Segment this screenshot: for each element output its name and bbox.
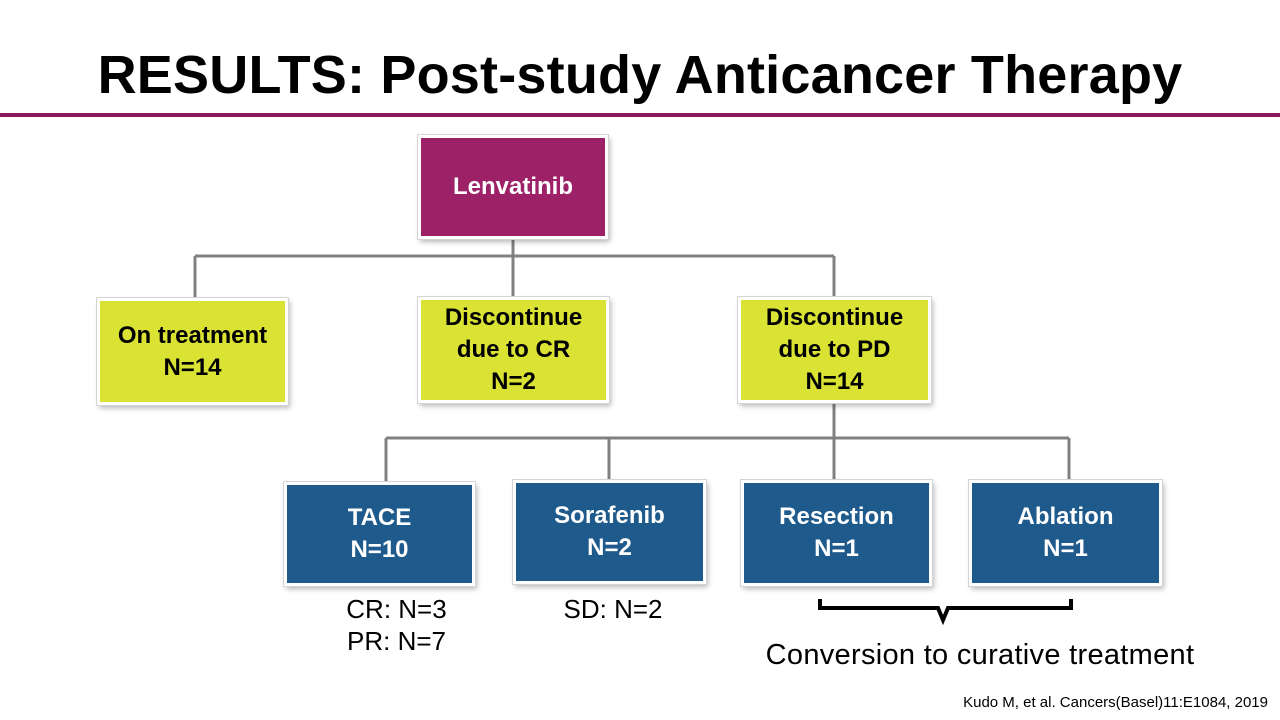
outcome-pr: PR: N=7 (347, 626, 446, 656)
slide-title: RESULTS: Post-study Anticancer Therapy (97, 45, 1183, 105)
node-line: N=14 (163, 353, 222, 381)
node-line: Ablation (1017, 503, 1114, 530)
node-line: Sorafenib (554, 502, 665, 529)
node-line: N=10 (350, 536, 409, 563)
node-line: On treatment (117, 321, 268, 349)
node-line: Resection (779, 503, 894, 530)
node-line: due to CR (456, 336, 571, 363)
node-line: N=1 (814, 535, 859, 562)
tace-outcomes: CR: N=3 PR: N=7 (284, 593, 509, 657)
node-discontinue-pd: Discontinue due to PD N=14 (738, 297, 931, 403)
root-node-lenvatinib: Lenvatinib (418, 135, 608, 239)
node-resection: Resection N=1 (741, 480, 932, 586)
sorafenib-outcomes: SD: N=2 (513, 593, 713, 625)
node-line: due to PD (778, 336, 891, 363)
node-line: Discontinue (765, 304, 904, 331)
curly-brace (818, 599, 1073, 626)
conversion-label: Conversion to curative treatment (765, 639, 1195, 671)
node-line: N=14 (805, 368, 864, 395)
node-line: N=2 (587, 534, 632, 561)
node-line: TACE (347, 504, 412, 531)
outcome-cr: CR: N=3 (346, 594, 447, 624)
node-ablation: Ablation N=1 (969, 480, 1162, 586)
citation: Kudo M, et al. Cancers(Basel)11:E1084, 2… (963, 694, 1268, 711)
node-sorafenib: Sorafenib N=2 (513, 480, 706, 584)
outcome-sd: SD: N=2 (563, 594, 663, 624)
node-tace: TACE N=10 (284, 482, 475, 586)
node-line: N=1 (1043, 535, 1088, 562)
root-label: Lenvatinib (452, 173, 573, 200)
title-rule (0, 113, 1280, 117)
node-discontinue-cr: Discontinue due to CR N=2 (418, 297, 609, 403)
node-on-treatment: On treatment N=14 (97, 298, 288, 405)
node-line: N=2 (491, 368, 536, 395)
node-line: Discontinue (444, 304, 583, 331)
